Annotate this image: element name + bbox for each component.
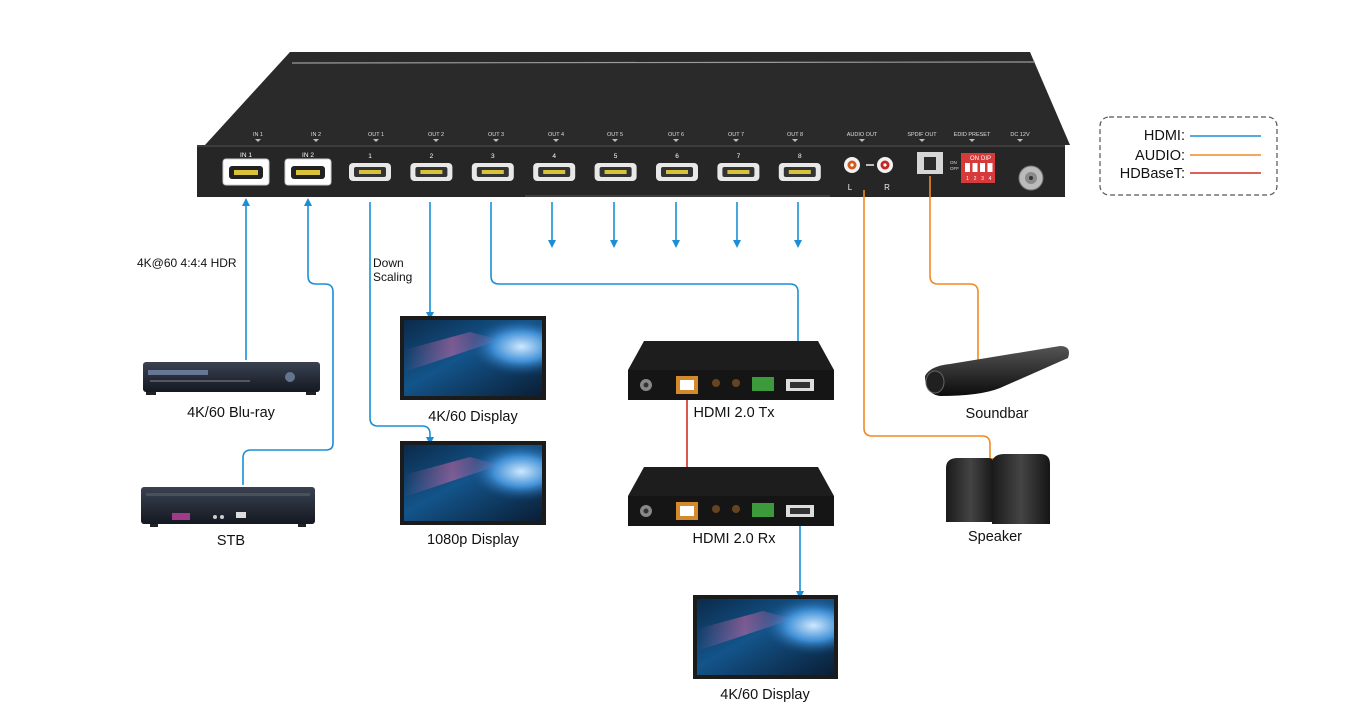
chassis-top-label: OUT 1 <box>368 132 384 138</box>
bluray-player: 4K/60 Blu-ray <box>143 362 320 421</box>
chassis-indicator-arrow <box>1017 139 1023 142</box>
output-number-label: 5 <box>614 153 618 160</box>
chassis-indicator-arrow <box>255 139 261 142</box>
input-label-2: IN 2 <box>302 152 314 159</box>
chassis-indicator-arrow <box>373 139 379 142</box>
chassis-top-label: EDID PRESET <box>954 132 991 138</box>
chassis-top-label: OUT 7 <box>728 132 744 138</box>
chassis-indicator-arrow <box>433 139 439 142</box>
output-number-label: 1 <box>368 153 372 160</box>
chassis-indicator-arrow <box>919 139 925 142</box>
dc-power-jack <box>1018 165 1044 191</box>
matrix-switcher: IN 1 IN 2 OUT 1 OUT 2 OUT 3 OUT 4 OUT 5 OUT 6 OU… <box>197 52 1070 197</box>
hdmi-output-4: 4 <box>533 153 576 181</box>
down-scaling-annotation-1: Down <box>373 256 404 270</box>
chassis-indicator-arrow <box>733 139 739 142</box>
hdmi-cable-in2 <box>242 198 334 485</box>
output-number-label: 3 <box>491 153 495 160</box>
output-number-label: 4 <box>552 153 556 160</box>
hdmi-input-1: IN 1 <box>222 152 270 186</box>
down-scaling-annotation-2: Scaling <box>373 270 412 284</box>
hdbaset-receiver: HDMI 2.0 Rx <box>628 467 834 547</box>
legend: HDMI: AUDIO: HDBaseT: <box>1099 116 1278 196</box>
bluray-label: 4K/60 Blu-ray <box>187 405 276 421</box>
audio-out-port: L R <box>844 157 893 192</box>
dip-title: DIP <box>981 156 991 162</box>
spdif-cable-soundbar <box>929 176 982 370</box>
hdmi-cable-out3 <box>490 202 802 385</box>
legend-audio-label: AUDIO: <box>1135 148 1185 164</box>
hdmi-output-3: 3 <box>471 153 514 181</box>
chassis-top-label: SPDIF OUT <box>907 132 937 138</box>
tx-label: HDMI 2.0 Tx <box>693 405 775 421</box>
chassis-top-label: IN 2 <box>311 132 321 138</box>
cables <box>242 176 994 599</box>
chassis-top-label: OUT 4 <box>548 132 564 138</box>
hdmi-cable-out1 <box>369 202 434 445</box>
dip-number-label: 1 <box>966 176 969 182</box>
display-1080p-label: 1080p Display <box>427 532 520 548</box>
spdif-port <box>917 152 943 174</box>
chassis-indicator-arrow <box>969 139 975 142</box>
chassis-indicator-arrow <box>313 139 319 142</box>
chassis-indicator-arrow <box>673 139 679 142</box>
hdmi-output-2: 2 <box>410 153 453 181</box>
dip-number-label: 2 <box>974 176 977 182</box>
chassis-top-label: OUT 8 <box>787 132 803 138</box>
dip-number-label: 4 <box>989 176 992 182</box>
output-number-label: 8 <box>798 153 802 160</box>
chassis-indicator-arrow <box>859 139 865 142</box>
legend-hdbaset-label: HDBaseT: <box>1120 166 1185 182</box>
audio-r-label: R <box>884 183 890 192</box>
chassis-top-label: AUDIO OUT <box>847 132 878 138</box>
dip-switch-1 <box>965 163 970 172</box>
dip-switch-4 <box>987 163 993 172</box>
dip-switch-2 <box>972 163 978 172</box>
audio-l-label: L <box>848 183 853 192</box>
rx-label: HDMI 2.0 Rx <box>693 531 777 547</box>
set-top-box: STB <box>141 487 315 549</box>
input-label-1: IN 1 <box>240 152 252 159</box>
speaker-pair: Speaker <box>946 454 1050 545</box>
dip-side-on: ON <box>950 160 957 165</box>
display-4k-bottom-label: 4K/60 Display <box>720 687 810 703</box>
display-4k-left: 4K/60 Display <box>400 316 546 425</box>
soundbar-label: Soundbar <box>966 406 1029 422</box>
chassis-top-label: OUT 3 <box>488 132 504 138</box>
hdmi-output-8: 8 <box>778 153 821 181</box>
chassis-top-label: OUT 5 <box>607 132 623 138</box>
hdmi-output-5: 5 <box>594 153 637 181</box>
hdmi-output-1: 1 <box>349 153 391 181</box>
hdbaset-transmitter: HDMI 2.0 Tx <box>628 341 834 421</box>
speaker-label: Speaker <box>968 529 1022 545</box>
display-4k-left-label: 4K/60 Display <box>428 409 518 425</box>
chassis-indicator-arrow <box>612 139 618 142</box>
output-number-label: 7 <box>737 153 741 160</box>
audio-cable-speaker <box>863 190 994 466</box>
display-1080p: 1080p Display <box>400 441 546 548</box>
chassis-top-label: OUT 6 <box>668 132 684 138</box>
display-4k-bottom: 4K/60 Display <box>693 595 838 703</box>
chassis-indicator-arrow <box>493 139 499 142</box>
soundbar: Soundbar <box>925 346 1069 422</box>
legend-hdmi-label: HDMI: <box>1144 128 1185 144</box>
in1-signal-annotation: 4K@60 4:4:4 HDR <box>137 256 237 270</box>
output-number-label: 6 <box>675 153 679 160</box>
chassis-top-label: OUT 2 <box>428 132 444 138</box>
chassis-indicator-arrow <box>792 139 798 142</box>
hdmi-output-7: 7 <box>717 153 760 181</box>
output-number-label: 2 <box>430 153 434 160</box>
dip-number-label: 3 <box>981 176 984 182</box>
hdmi-input-2: IN 2 <box>284 152 332 186</box>
stb-label: STB <box>217 533 245 549</box>
dip-switch-3 <box>980 163 985 172</box>
chassis-top-label: IN 1 <box>253 132 263 138</box>
hdmi-output-6: 6 <box>656 153 698 181</box>
chassis-indicator-arrow <box>553 139 559 142</box>
chassis-top-label: DC 12V <box>1010 132 1030 138</box>
dip-on: ON <box>970 156 979 162</box>
dip-side-off: OFF <box>950 166 959 171</box>
